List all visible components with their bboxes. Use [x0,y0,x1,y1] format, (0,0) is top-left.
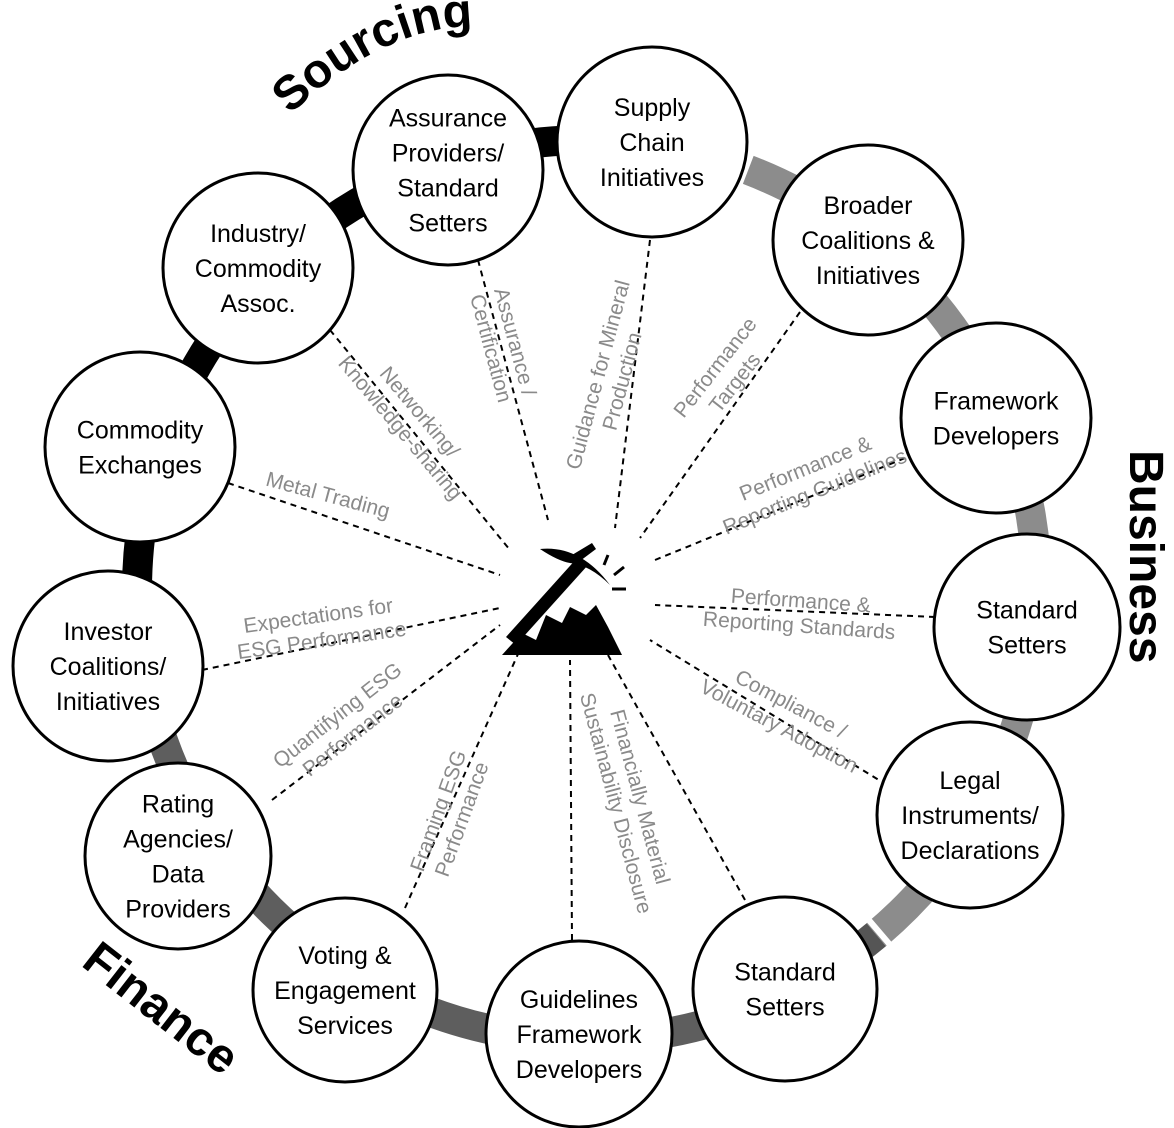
node-label-line: Supply [614,94,691,122]
business-label: Business [1119,450,1172,663]
node-label-line: Initiatives [56,688,160,716]
spoke-line [607,654,746,901]
node-label-line: Standard [734,959,835,987]
spoke-line [654,604,936,618]
node-circle [899,321,1093,515]
spoke-line [271,624,501,801]
node-label-line: Framework [933,388,1059,416]
spoke-label-compliance-voluntary-adoption: Compliance /Voluntary Adoption [696,665,861,777]
spoke-label-line: Metal Trading [263,468,392,523]
node-label-line: Agencies/ [123,826,233,854]
spoke-line [639,311,801,539]
node-circle [251,896,439,1084]
node-circle [484,939,674,1128]
node-label-line: Exchanges [78,452,202,480]
node-label-line: Guidelines [520,986,638,1014]
node-circle [932,532,1122,722]
spokes-layer [201,239,936,941]
pickaxe-mine-icon [502,543,626,655]
spoke-label-assurance-certification: Assurance /Certification [465,285,540,405]
node-label-line: Rating [142,791,214,819]
node-label-line: Voting & [298,942,391,970]
node-circle [691,895,879,1083]
ring-separator [865,916,894,948]
node-label-line: Instruments/ [901,802,1039,830]
node-label-line: Services [297,1012,393,1040]
spoke-line [649,639,888,786]
node-label-line: Initiatives [600,164,704,192]
node-circle [43,350,237,544]
node-label-line: Developers [933,423,1059,451]
spoke-label-performance-reporting-standards: Performance &Reporting Standards [702,585,896,644]
spoke-line [329,329,511,551]
node-label-line: Assoc. [220,290,295,318]
node-circle [555,45,749,239]
spoke-line [227,482,501,576]
node-label-line: Declarations [901,837,1040,865]
node-label-line: Setters [745,994,824,1022]
spoke-label-networking-knowledge-sharing: Networking/Knowledge-sharing [333,352,466,505]
node-label-line: Standard [397,175,498,203]
spoke-line [614,239,651,529]
node-label-line: Investor [64,618,153,646]
node-label-line: Setters [408,210,487,238]
node-circle [351,73,545,267]
node-label-line: Commodity [195,255,322,283]
node-label-line: Standard [976,597,1077,625]
node-label-line: Engagement [274,977,416,1005]
spoke-label-performance-reporting-guidelines: Performance &Reporting Guidelines [720,432,910,539]
node-circle [11,569,205,763]
node-label-line: Coalitions & [801,227,935,255]
node-label-line: Commodity [77,417,204,445]
node-label-line: Setters [987,632,1066,660]
node-label-line: Providers [125,896,231,924]
node-label-line: Initiatives [816,262,920,290]
spoke-label-metal-trading: Metal Trading [263,468,392,523]
spoke-labels-layer: Assurance /Certification Guidance for Min… [236,278,910,916]
spoke-line [404,644,523,909]
node-label-line: Industry/ [210,220,306,248]
spoke-line [569,659,573,941]
node-circle [161,171,355,365]
node-label-line: Framework [516,1021,642,1049]
node-label-line: Data [152,861,205,889]
node-circle [875,720,1065,910]
node-label-line: Legal [939,767,1000,795]
nodes-layer: AssuranceProviders/StandardSettersSupply… [11,45,1122,1128]
spoke-line [654,457,906,561]
node-label-line: Assurance [389,105,507,133]
node-label-line: Providers/ [392,140,505,168]
node-label-line: Developers [516,1056,642,1084]
node-label-line: Coalitions/ [50,653,167,681]
node-circle [83,761,273,951]
node-label-line: Chain [619,129,684,157]
node-label-line: Broader [824,192,913,220]
finance-label: Finance [73,932,249,1085]
spoke-line [477,259,549,521]
spoke-line [201,607,501,671]
node-circle [771,143,965,337]
